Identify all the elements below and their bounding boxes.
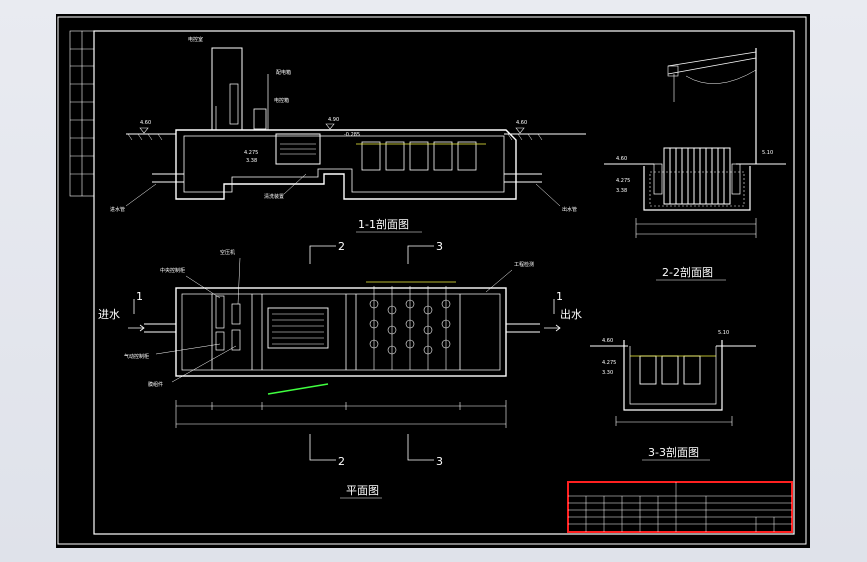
section-2-2: 4.60 5.10 4.275 3.38 2-2剖面图 xyxy=(604,48,786,281)
label-central-control-cabinet: 中央控制柜 xyxy=(160,267,185,274)
label-membrane-module: 膜组件 xyxy=(148,381,163,388)
title-block xyxy=(567,481,793,533)
plan-dimensions xyxy=(175,400,507,428)
elev-label: 3.38 xyxy=(616,188,627,194)
cut-mark-1: 1 xyxy=(136,290,143,303)
label-pneumatic-control-cabinet: 气动控制柜 xyxy=(124,353,149,360)
title-section-1-1: 1-1剖面图 xyxy=(358,217,409,231)
sheet-border-inner xyxy=(93,30,795,535)
elevation-marks-1: 4.60 4.90 4.60 -0.285 4.275 3.38 xyxy=(139,117,527,164)
elev-label: 4.275 xyxy=(244,150,258,156)
cut-mark-2: 2 xyxy=(338,240,345,253)
label-inspection-tube: 工程检测 xyxy=(514,261,534,268)
elev-label: 5.10 xyxy=(718,330,729,336)
elev-label: 4.60 xyxy=(140,120,151,126)
plan-view: 2 3 2 3 1 1 xyxy=(98,240,582,499)
sheet-border-outer xyxy=(57,16,807,545)
elev-label: -0.285 xyxy=(344,132,360,138)
elev-label: 4.60 xyxy=(616,156,627,162)
label-control-room: 电控室 xyxy=(188,36,203,43)
label-distribution-box: 配电箱 xyxy=(276,69,291,76)
elev-label: 4.60 xyxy=(602,338,613,344)
title-section-3-3: 3-3剖面图 xyxy=(648,445,699,459)
title-plan: 平面图 xyxy=(346,484,379,497)
label-inlet-water: 进水 xyxy=(98,308,120,321)
elev-label: 5.10 xyxy=(762,150,773,156)
title-section-2-2: 2-2剖面图 xyxy=(662,265,713,279)
label-outlet-pipe: 出水管 xyxy=(562,206,577,213)
revision-column xyxy=(69,30,95,197)
cut-mark-2: 2 xyxy=(338,455,345,468)
label-outlet-water: 出水 xyxy=(560,307,582,321)
elev-label: 4.275 xyxy=(616,178,630,184)
cut-mark-3: 3 xyxy=(436,455,443,468)
elev-label: 4.275 xyxy=(602,360,616,366)
elev-label: 4.60 xyxy=(516,120,527,126)
label-air-compressor: 空压机 xyxy=(220,249,235,256)
cad-drawing: 4.60 4.90 4.60 -0.285 4.275 3.38 电控室 配电箱… xyxy=(57,16,807,545)
section-1-1: 4.60 4.90 4.60 -0.285 4.275 3.38 电控室 配电箱… xyxy=(110,36,586,233)
elev-label: 3.30 xyxy=(602,370,613,376)
elev-label: 3.38 xyxy=(246,158,257,164)
cut-mark-1: 1 xyxy=(556,290,563,303)
label-cleaning-device: 清洗装置 xyxy=(264,193,284,200)
cut-mark-3: 3 xyxy=(436,240,443,253)
drawing-sheet: 4.60 4.90 4.60 -0.285 4.275 3.38 电控室 配电箱… xyxy=(56,14,810,548)
diffuser-grid xyxy=(369,286,451,370)
elev-label: 4.90 xyxy=(328,117,339,123)
label-inlet-pipe: 进水管 xyxy=(110,206,125,213)
label-electric-control: 电控箱 xyxy=(274,97,289,104)
section-3-3: 4.60 5.10 4.275 3.30 3-3剖面图 xyxy=(590,330,756,461)
